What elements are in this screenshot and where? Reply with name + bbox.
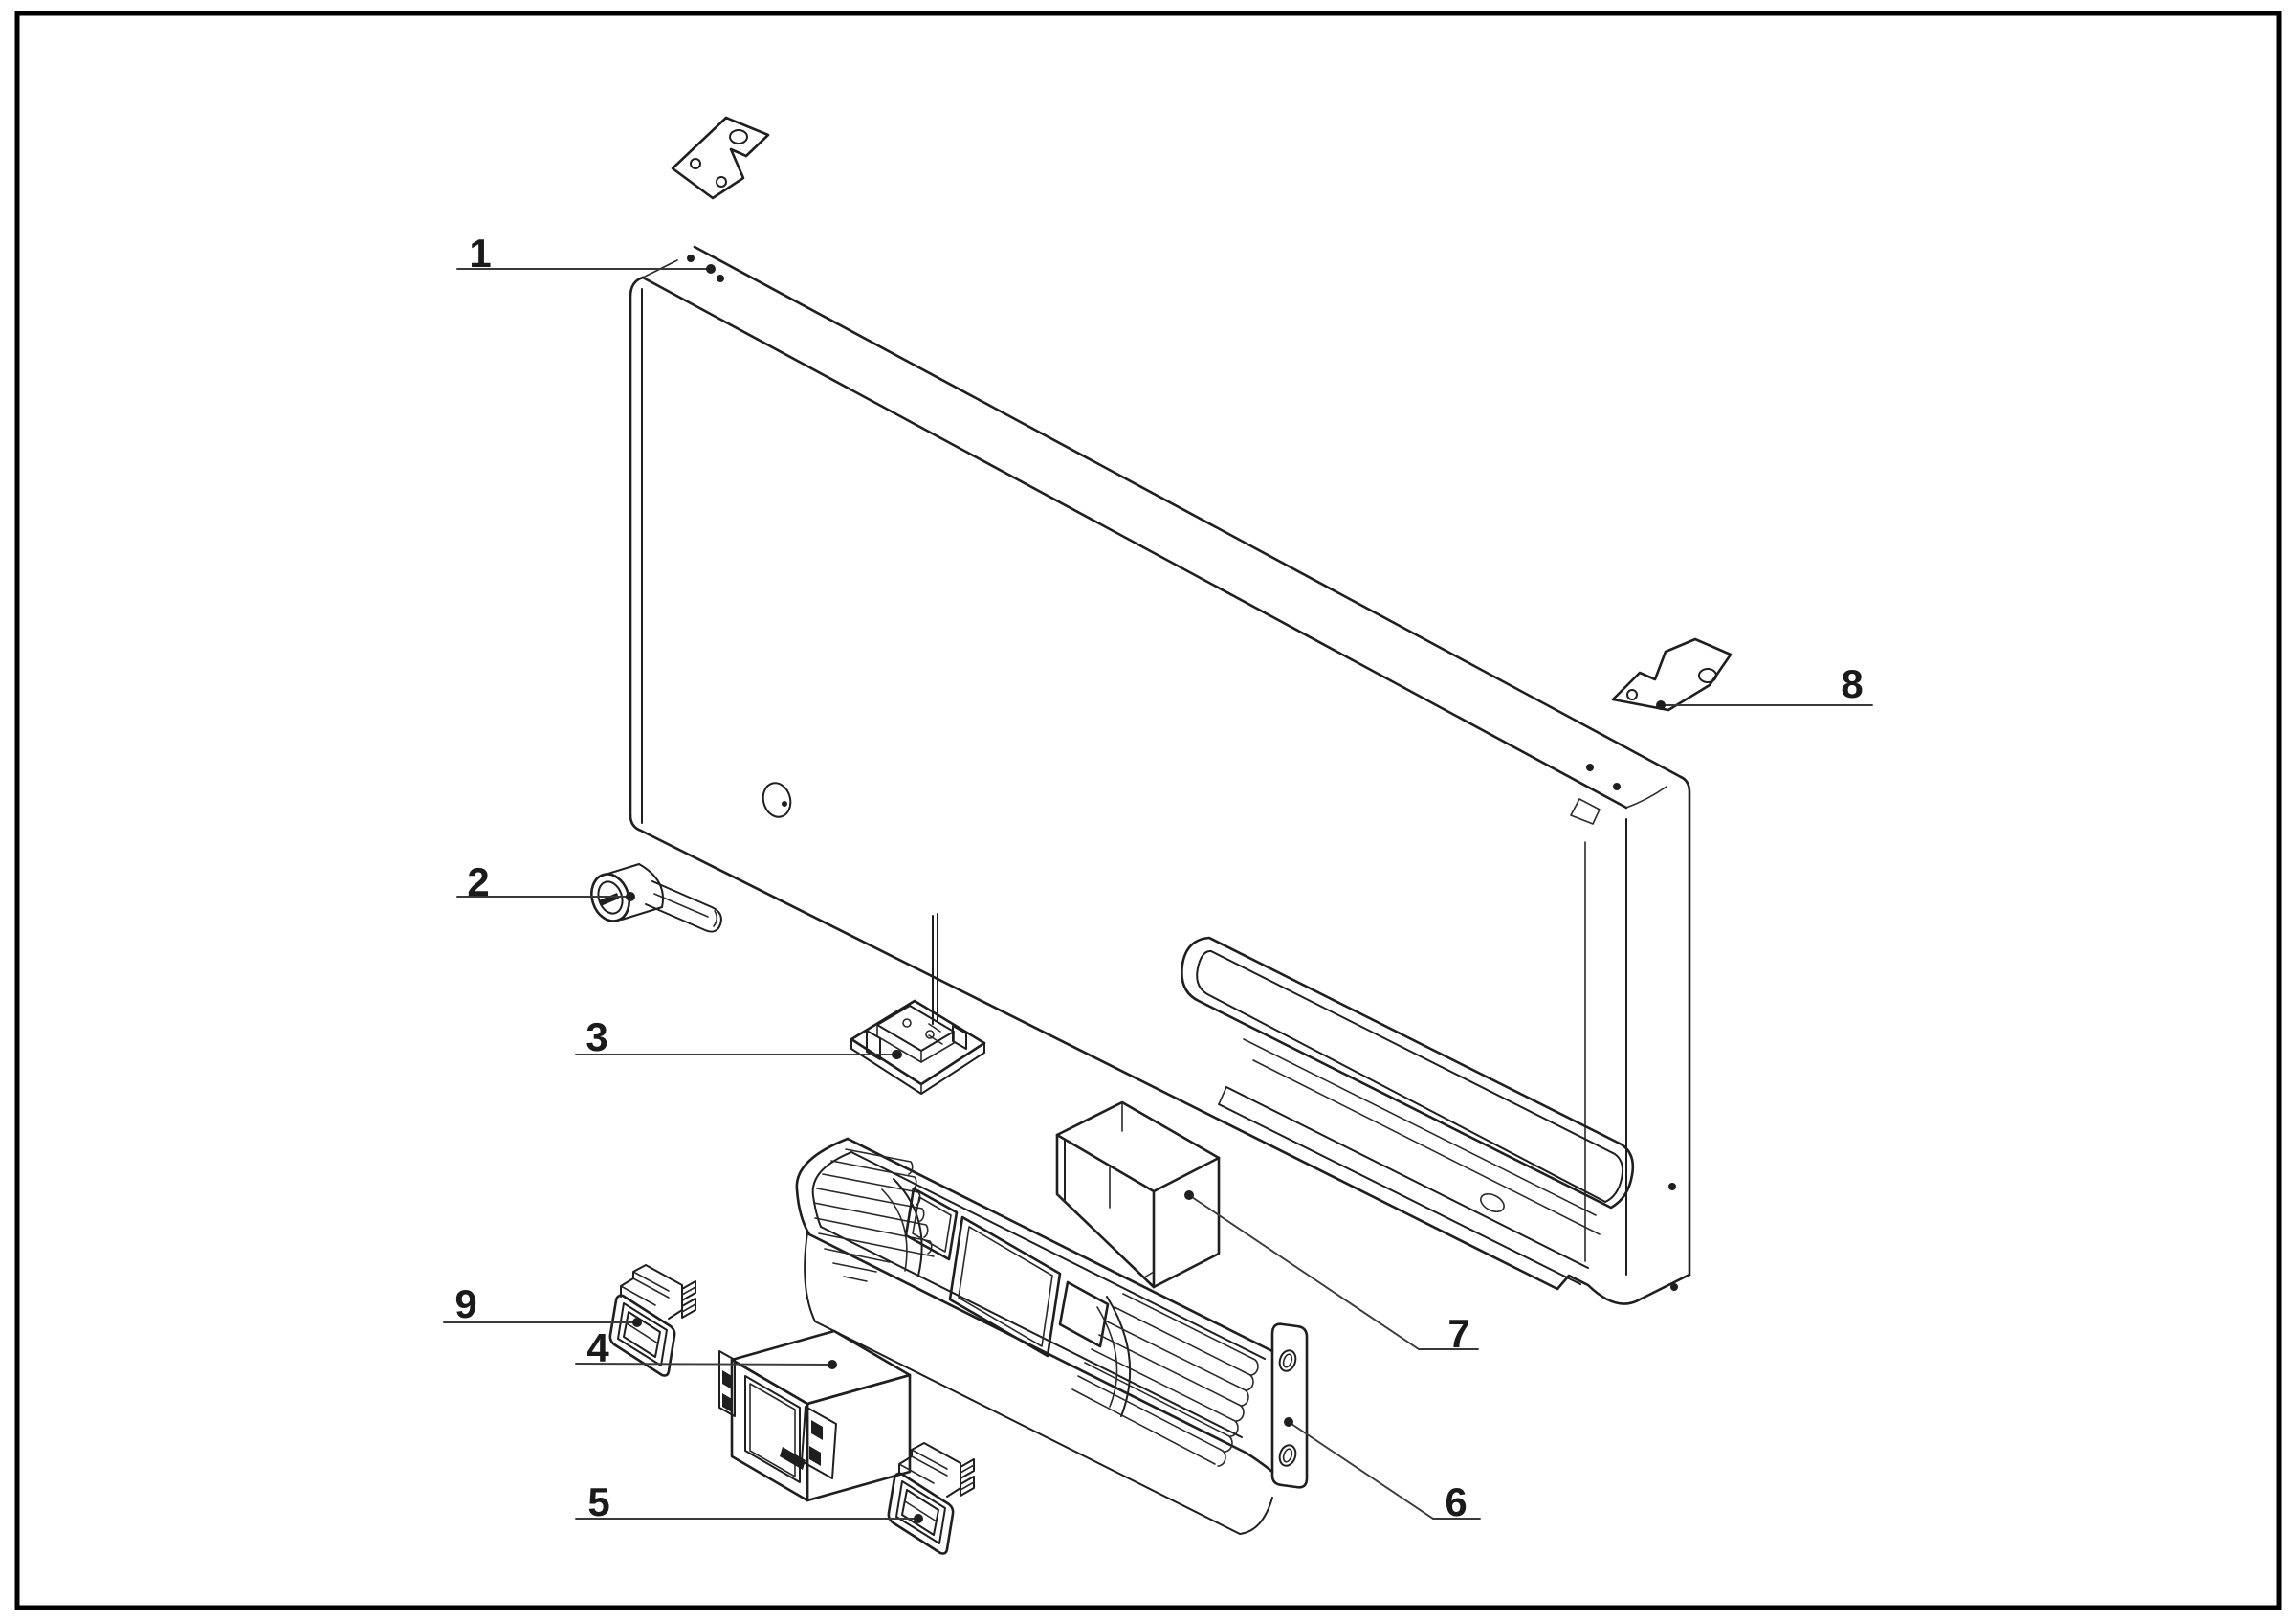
corner-bracket-top-left	[671, 116, 770, 200]
switch-plate	[850, 913, 986, 1095]
control-unit	[718, 1329, 912, 1502]
drawing-frame	[14, 11, 2282, 1610]
screw-hole	[1613, 783, 1621, 790]
part-labels: 1 2 3 4 5 6 7 8 9	[454, 231, 1863, 1524]
key-slot	[599, 893, 619, 906]
grille-mounting-tab	[1270, 1322, 1309, 1489]
grille-cover	[1055, 1100, 1221, 1289]
part-label-3: 3	[585, 1014, 607, 1059]
display-window	[744, 1375, 801, 1483]
part-label-1: 1	[469, 231, 491, 276]
vent-slats-right	[1071, 1293, 1259, 1467]
vent-grille	[795, 1137, 1309, 1535]
rocker-switch-9	[608, 1263, 697, 1377]
switch-cutout-left	[904, 1187, 959, 1261]
rocker-switch-5	[887, 1441, 976, 1555]
control-unit-cutout	[948, 1215, 1062, 1358]
part-label-2: 2	[467, 859, 489, 904]
screw-hole	[1586, 764, 1594, 771]
part-label-7: 7	[1447, 1311, 1469, 1356]
screw-hole	[1670, 1283, 1678, 1291]
door-panel	[629, 245, 1691, 1305]
vent-recess	[1181, 936, 1635, 1285]
part-label-4: 4	[586, 1325, 609, 1370]
leader-lines	[443, 264, 1873, 1523]
switch-cutout-right	[1058, 1280, 1110, 1348]
part-label-5: 5	[587, 1479, 609, 1524]
part-label-6: 6	[1445, 1479, 1467, 1524]
corner-bracket-top-right	[1611, 637, 1733, 712]
cam-lock	[590, 863, 722, 933]
screw-hole	[1668, 1183, 1676, 1190]
keyhole	[762, 782, 792, 818]
part-label-8: 8	[1841, 661, 1863, 706]
screw-hole	[717, 275, 724, 282]
screw-hole	[687, 255, 695, 262]
part-label-9: 9	[454, 1281, 476, 1326]
